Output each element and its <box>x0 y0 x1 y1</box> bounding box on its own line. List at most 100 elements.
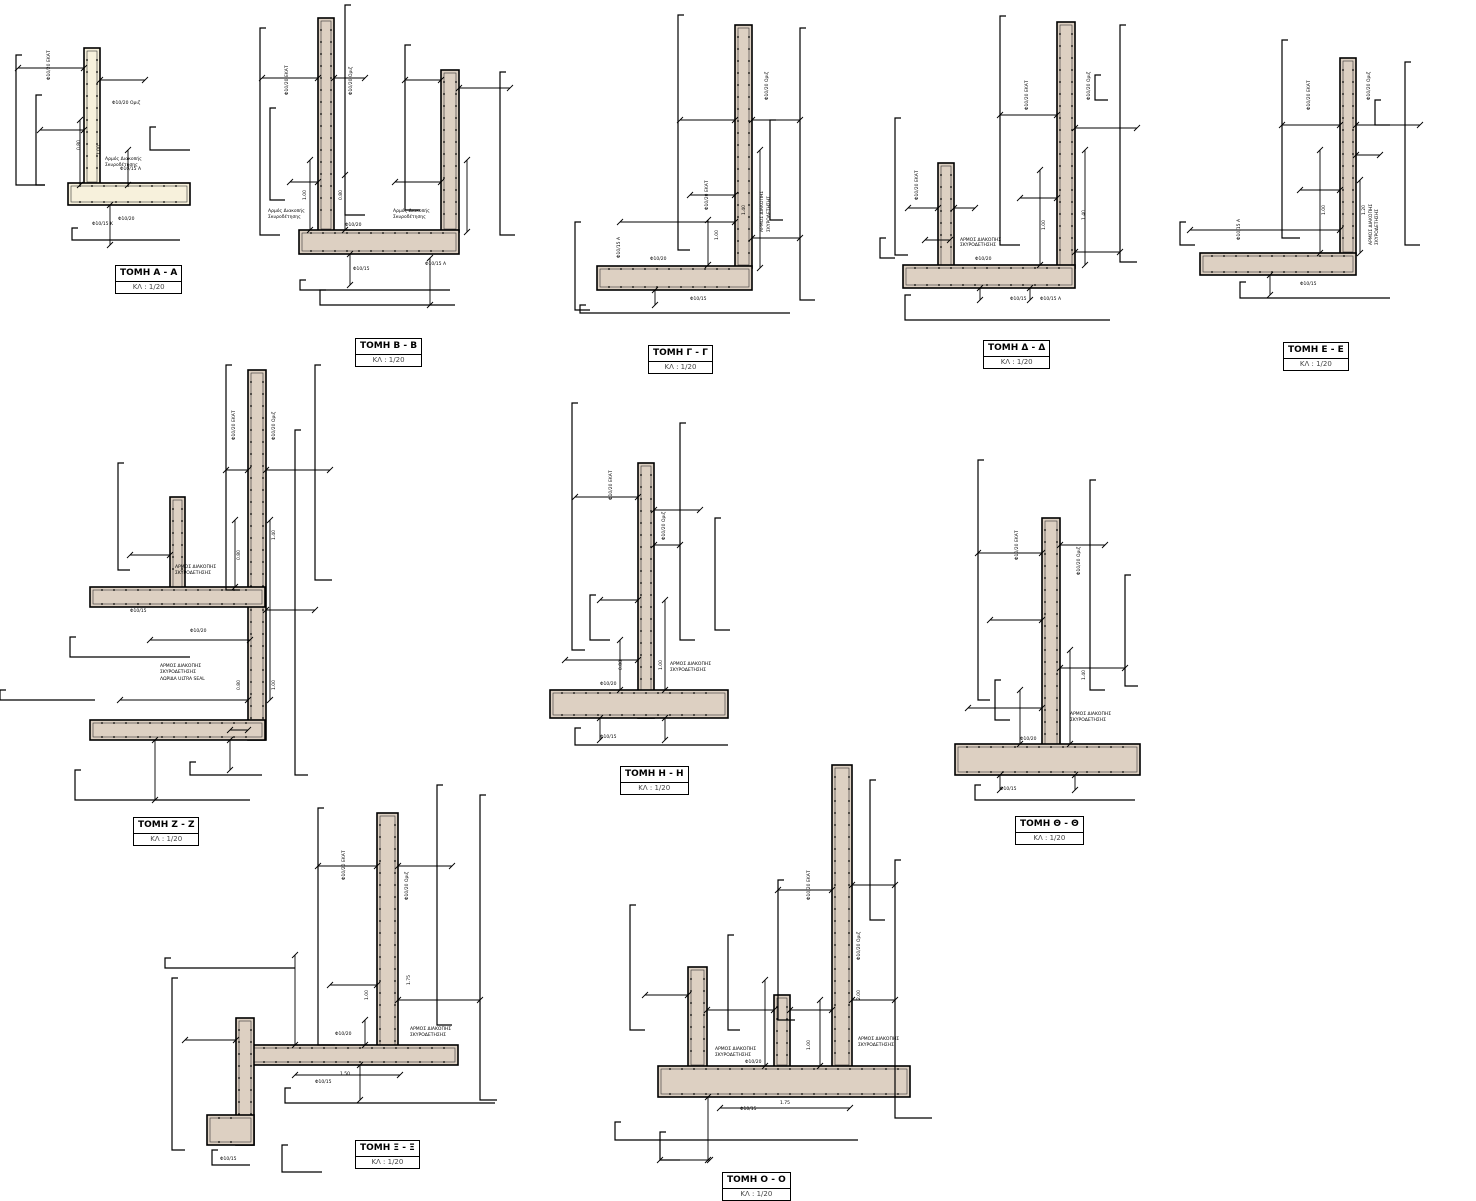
rebar-dot <box>1259 271 1261 273</box>
rebar-dot <box>262 561 264 563</box>
rebar-dot <box>873 1093 875 1095</box>
rebar-dot <box>250 669 252 671</box>
dimension-tick <box>976 296 984 304</box>
rebar-dot <box>139 185 141 187</box>
dimension-bracket <box>69 636 190 658</box>
dimension-bracket <box>284 1087 495 1104</box>
rebar-dot <box>834 1052 836 1054</box>
rebar-dot <box>1010 284 1012 286</box>
rebar-dot <box>262 609 264 611</box>
dimension-bracket <box>171 977 185 1151</box>
rebar-dot <box>1071 153 1073 155</box>
dimension-tick <box>426 254 434 262</box>
rebar-dot <box>990 746 992 748</box>
rebar-dot <box>1056 577 1058 579</box>
dimension-tick <box>311 606 319 614</box>
dimension-tick <box>266 516 274 524</box>
rebar-dot <box>621 692 623 694</box>
dimension-tick <box>796 234 804 242</box>
rebar-dot <box>640 606 642 608</box>
rebar-dot <box>173 736 175 738</box>
rebar-dot <box>172 520 174 522</box>
rebar-dot <box>149 589 151 591</box>
rebar-dot <box>717 1093 719 1095</box>
dimension-bracket <box>1281 39 1300 239</box>
rebar-dot <box>394 1040 396 1042</box>
rebar-dot <box>1110 771 1112 773</box>
rebar-dot <box>1038 746 1040 748</box>
dimension-tick <box>291 1071 299 1079</box>
annotation-rebar-a: Φ10/15 Α <box>616 236 622 258</box>
annotation-joint-upper-2: ΣΚΥΡΟΔΕΤΗΣΗΣ <box>858 1042 894 1048</box>
rebar-dot <box>681 1093 683 1095</box>
dimension-tick <box>222 466 230 474</box>
rebar-dot <box>320 89 322 91</box>
dimension-tick <box>291 1041 299 1049</box>
dimension-tick <box>1071 786 1079 794</box>
rebar-dot <box>250 429 252 431</box>
dimension-tick <box>1336 186 1344 194</box>
rebar-dot <box>379 944 381 946</box>
annotation-d080: 0.80 <box>76 140 82 150</box>
dimension-tick <box>291 951 299 959</box>
annotation-d100: 1.00 <box>806 1040 812 1050</box>
dimension-tick <box>748 234 756 242</box>
rebar-dot <box>151 201 153 203</box>
dimension-tick <box>151 736 159 744</box>
section-label: Γ - Γ <box>686 348 708 358</box>
rebar-dot <box>1343 255 1345 257</box>
rebar-dot <box>1086 746 1088 748</box>
rebar-dot <box>330 149 332 151</box>
rebar-dot <box>748 144 750 146</box>
rebar-dot <box>320 53 322 55</box>
section-prefix: ΤΟΜΗ <box>653 348 684 358</box>
dimension-bracket <box>994 679 1010 721</box>
rebar-dot <box>358 250 360 252</box>
rebar-cage <box>320 20 332 230</box>
rebar-dot <box>262 717 264 719</box>
dimension-tick <box>1266 271 1274 279</box>
dimension-tick <box>14 64 22 72</box>
rebar-dot <box>250 1077 252 1079</box>
rebar-dot <box>250 573 252 575</box>
annotation-rebar-15: Φ10/15 <box>740 1106 757 1112</box>
rebar-dot <box>181 532 183 534</box>
rebar-dot <box>640 534 642 536</box>
rebar-dot <box>79 201 81 203</box>
rebar-dot <box>848 944 850 946</box>
rebar-dot <box>1295 271 1297 273</box>
dimension-tick <box>306 156 314 164</box>
rebar-dot <box>1059 105 1061 107</box>
rebar-dot <box>1319 271 1321 273</box>
rebar-dot <box>1342 201 1344 203</box>
rebar-dot <box>1283 255 1285 257</box>
rebar-dot <box>394 1004 396 1006</box>
rebar-dot <box>834 944 836 946</box>
section-title: ΤΟΜΗ Γ - Γ <box>649 346 712 362</box>
rebar-dot <box>705 692 707 694</box>
rebar-dot <box>825 1068 827 1070</box>
dimension-tick <box>463 156 471 164</box>
dimension-tick <box>346 250 354 258</box>
rebar-dot <box>96 143 98 145</box>
dimension-bracket <box>317 807 335 1046</box>
rebar-dot <box>650 486 652 488</box>
dimension-tick <box>1336 226 1344 234</box>
dimension-tick <box>634 596 642 604</box>
dimension-tick <box>506 84 514 92</box>
annotation-d200: 2.00 <box>856 990 862 1000</box>
rebar-dot <box>101 603 103 605</box>
rebar-dot <box>181 556 183 558</box>
rebar-dot <box>1058 267 1060 269</box>
rebar-dot <box>681 1068 683 1070</box>
rebar-dot <box>1056 601 1058 603</box>
rebar-dot <box>834 896 836 898</box>
rebar-dot <box>221 603 223 605</box>
rebar-dot <box>848 1004 850 1006</box>
rebar-dot <box>1071 69 1073 71</box>
rebar-dot <box>848 1028 850 1030</box>
rebar-dot <box>287 1047 289 1049</box>
rebar-dot <box>834 884 836 886</box>
annotation-joint-lower-2: Σκυροδέτησης <box>268 213 301 220</box>
